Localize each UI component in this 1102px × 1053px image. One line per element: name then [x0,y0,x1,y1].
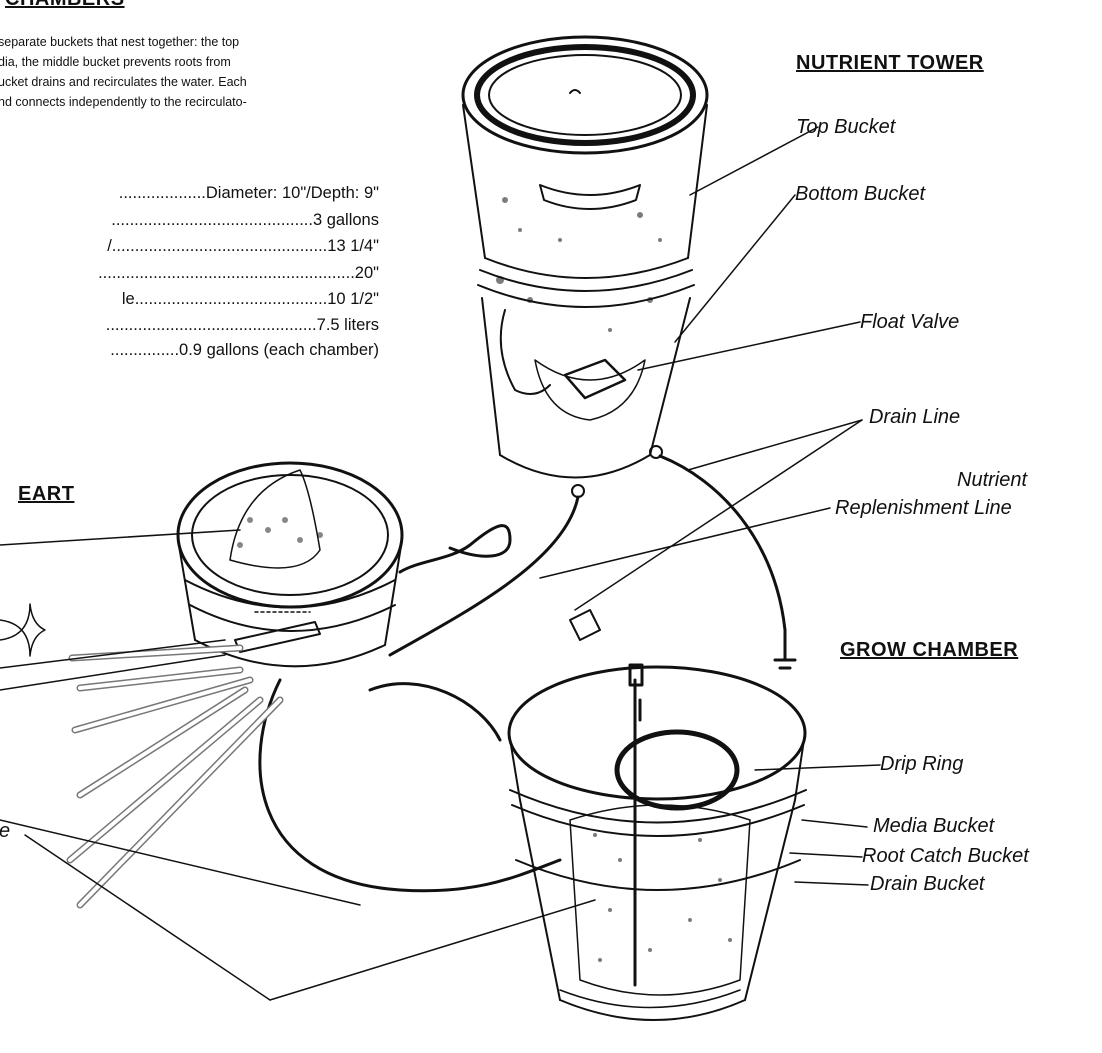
leader-lines [0,127,880,1000]
cut-off-label: e [0,820,10,843]
nutrient-tower-illustration [463,37,707,497]
spec-row: ...............0.9 gallons (each chamber… [110,341,379,360]
description-line: ucket drains and recirculates the water.… [0,72,378,92]
heart-reservoir-illustration [0,463,402,905]
spec-row: ........................................… [106,316,379,335]
drain-line-label: Drain Line [869,406,960,429]
replenishment-line-label: Replenishment Line [835,497,1012,520]
spec-row: ........................................… [98,264,379,283]
description-line: nd connects independently to the recircu… [0,92,378,112]
spec-row: ........................................… [111,211,379,230]
nutrient-tower-header: NUTRIENT TOWER [796,52,984,75]
spec-row: /.......................................… [107,237,379,256]
description-line: separate buckets that nest together: the… [0,32,378,52]
top-bucket-label: Top Bucket [796,116,895,139]
root-catch-bucket-label: Root Catch Bucket [862,845,1029,868]
grow-chamber-illustration [509,665,806,1020]
media-bucket-label: Media Bucket [873,815,994,838]
heart-header: EART [18,483,74,506]
chambers-description: separate buckets that nest together: the… [0,32,378,112]
spec-row: le......................................… [122,290,379,309]
nutrient-label: Nutrient [957,469,1027,492]
grow-chamber-header: GROW CHAMBER [840,639,1018,662]
bottom-bucket-label: Bottom Bucket [795,183,925,206]
spec-row: ...................Diameter: 10"/Depth: … [119,184,379,203]
chambers-header: CHAMBERS [5,0,125,11]
drain-bucket-label: Drain Bucket [870,873,985,896]
drip-ring-label: Drip Ring [880,753,963,776]
description-line: dia, the middle bucket prevents roots fr… [0,52,378,72]
float-valve-label: Float Valve [860,311,959,334]
